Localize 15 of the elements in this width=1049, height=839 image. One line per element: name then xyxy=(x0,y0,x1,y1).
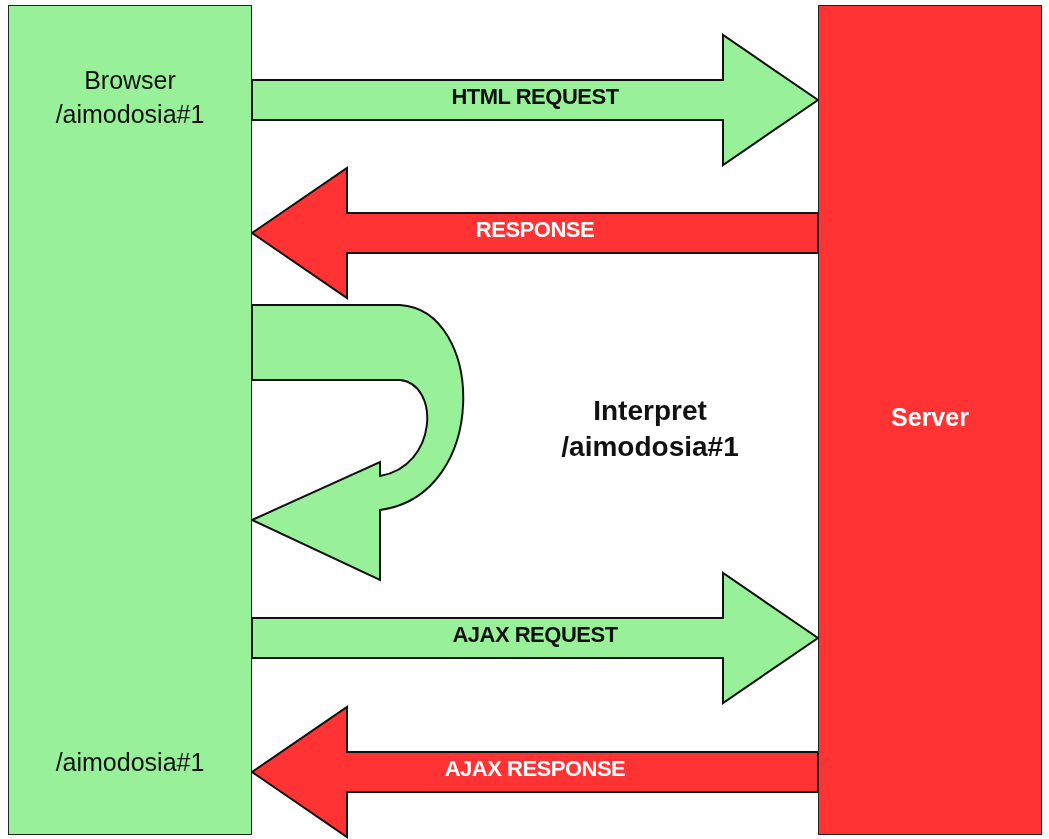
browser-column xyxy=(8,5,252,835)
curved-arrow xyxy=(251,304,465,581)
browser-label: Browser /aimodosia#1 xyxy=(54,65,206,130)
edge-label: HTML REQUEST xyxy=(451,84,619,110)
edge-label: RESPONSE xyxy=(475,217,595,243)
server-label: Server xyxy=(890,402,970,433)
block-arrow xyxy=(250,705,819,839)
block-arrow xyxy=(251,33,820,167)
block-arrow xyxy=(250,166,819,300)
block-arrow xyxy=(251,571,820,705)
url-label: /aimodosia#1 xyxy=(54,747,206,778)
server-column xyxy=(818,5,1042,835)
edge-label: AJAX RESPONSE xyxy=(444,756,626,782)
edge-label: AJAX REQUEST xyxy=(452,622,618,648)
annotation-text: Interpret /aimodosia#1 xyxy=(560,394,740,465)
